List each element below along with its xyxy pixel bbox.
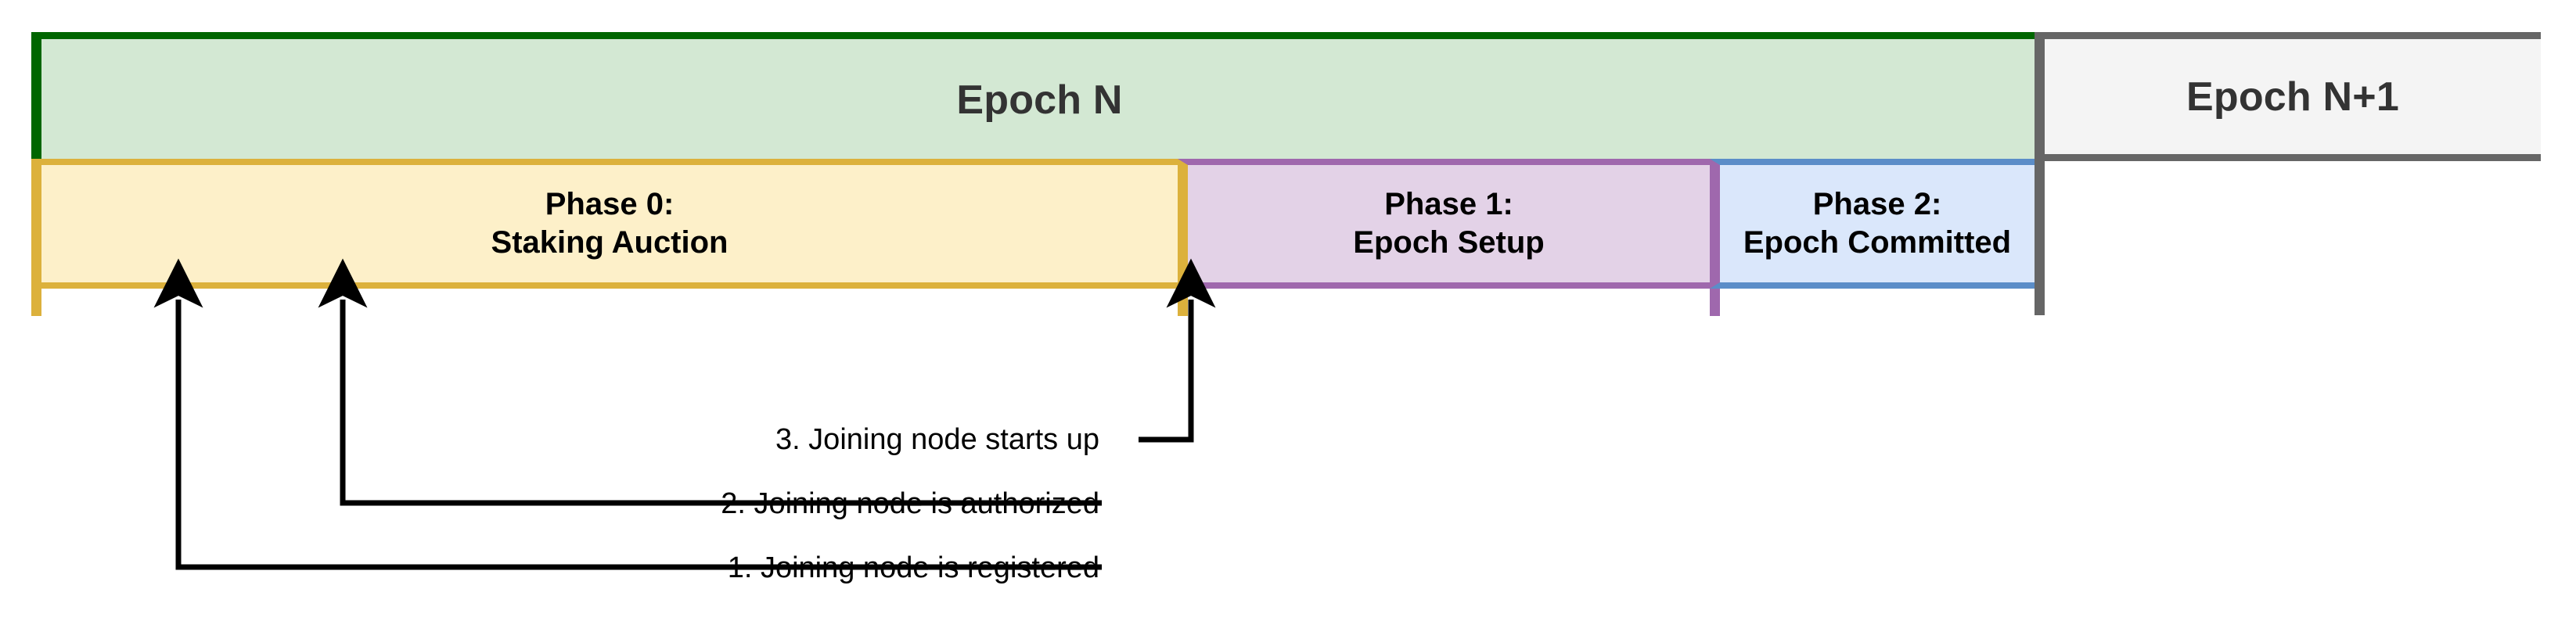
phase-2-box: Phase 2: Epoch Committed [1710, 159, 2035, 289]
phase-0-box: Phase 0: Staking Auction [31, 159, 1178, 289]
connector-event-3 [1139, 258, 1216, 443]
epoch-n-plus-1-box: Epoch N+1 [2045, 32, 2541, 161]
phase-0-subtitle: Staking Auction [491, 225, 729, 260]
epoch-divider [2035, 32, 2045, 315]
event-3-label: 3. Joining node starts up [775, 423, 1099, 456]
phase-2-subtitle: Epoch Committed [1743, 225, 2012, 260]
epoch-n-label: Epoch N [956, 77, 1123, 123]
event-1-label: 1. Joining node is registered [727, 551, 1099, 584]
epoch-n-box: Epoch N [31, 32, 2038, 161]
phase-0-title: Phase 0: [545, 187, 675, 222]
epoch-n-plus-1-label: Epoch N+1 [2186, 74, 2399, 120]
phase-1-title: Phase 1: [1384, 187, 1513, 222]
phase-1-subtitle: Epoch Setup [1353, 225, 1545, 260]
phase-2-title: Phase 2: [1812, 187, 1942, 222]
event-2-label: 2. Joining node is authorized [721, 487, 1099, 520]
connector-event-2 [318, 258, 1102, 506]
phase-1-box: Phase 1: Epoch Setup [1178, 159, 1710, 289]
